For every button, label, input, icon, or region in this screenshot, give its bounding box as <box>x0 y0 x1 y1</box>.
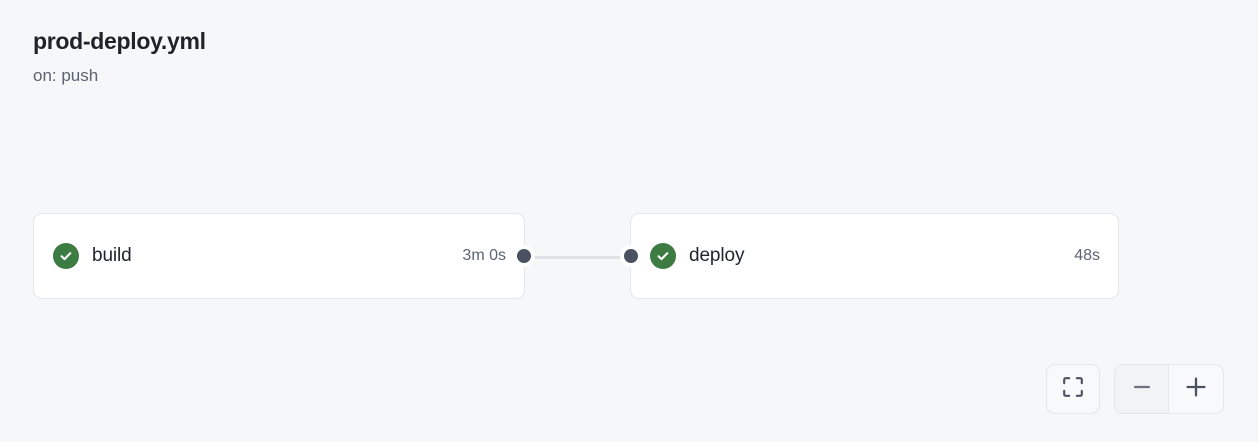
zoom-control-group <box>1114 364 1224 414</box>
zoom-in-button[interactable] <box>1169 365 1223 413</box>
graph-edge-build-to-deploy <box>525 256 632 259</box>
node-handle-target-deploy[interactable] <box>624 249 638 263</box>
fit-view-button[interactable] <box>1046 364 1100 414</box>
node-main-build: build <box>53 243 462 269</box>
zoom-out-button[interactable] <box>1115 365 1169 413</box>
check-circle-icon <box>650 243 676 269</box>
page-title: prod-deploy.yml <box>33 28 206 54</box>
node-duration-build: 3m 0s <box>462 247 506 264</box>
workflow-header: prod-deploy.yml on: push <box>33 26 206 88</box>
node-label-deploy: deploy <box>689 245 745 266</box>
node-handle-source-build[interactable] <box>517 249 531 263</box>
node-label-build: build <box>92 245 132 266</box>
fit-view-icon <box>1062 376 1084 403</box>
graph-node-deploy[interactable]: deploy 48s <box>624 213 1119 299</box>
graph-controls <box>1046 364 1224 414</box>
minus-icon <box>1131 376 1153 403</box>
check-circle-icon <box>53 243 79 269</box>
node-main-deploy: deploy <box>650 243 1074 269</box>
workflow-trigger-label: on: push <box>33 66 99 85</box>
graph-node-build[interactable]: build 3m 0s <box>33 213 531 299</box>
node-duration-deploy: 48s <box>1074 247 1100 264</box>
plus-icon <box>1184 375 1208 404</box>
